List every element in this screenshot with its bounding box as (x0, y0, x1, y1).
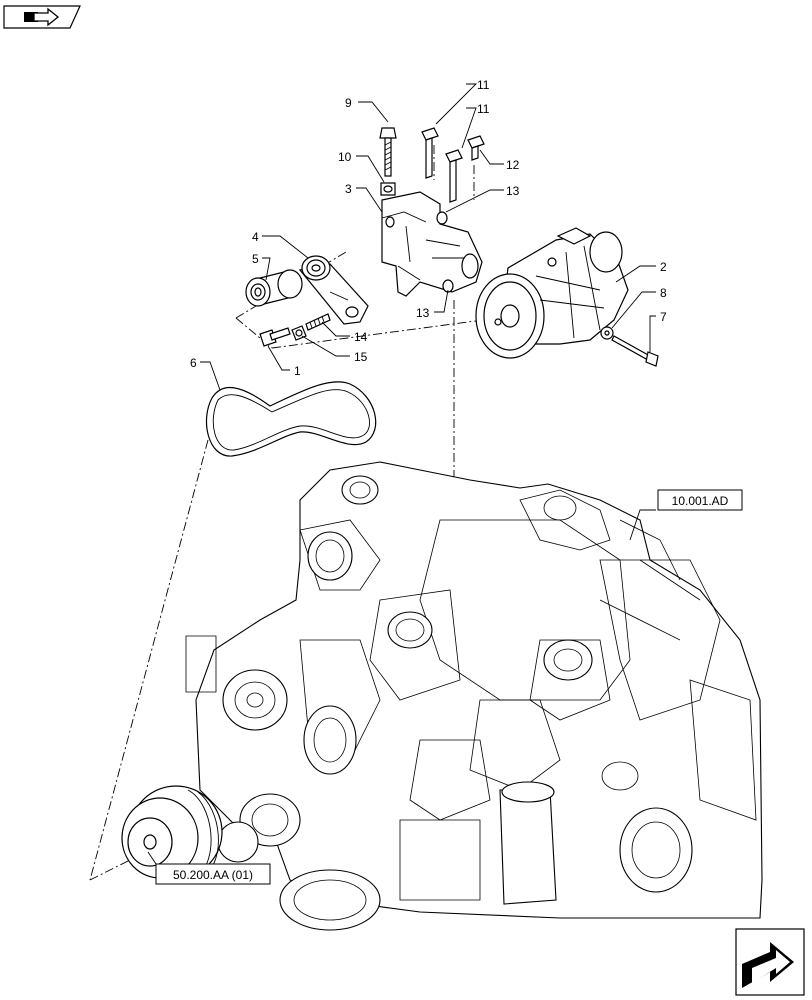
bolt-1 (259, 327, 291, 347)
bolt-7 (611, 335, 659, 367)
nut-10 (380, 182, 396, 196)
callout-labels: 9 11 11 12 10 3 13 4 5 2 8 7 13 14 15 1 … (190, 78, 667, 378)
leader-lines (147, 83, 656, 865)
callout-13-top: 13 (506, 184, 520, 198)
bolt-11-right (445, 149, 463, 203)
callout-4: 4 (252, 230, 259, 244)
next-page-arrow-icon (742, 942, 794, 988)
book-navigation-button[interactable] (3, 5, 81, 29)
mounting-bracket-3 (381, 191, 483, 297)
next-page-button[interactable] (735, 928, 805, 996)
callout-1: 1 (294, 364, 301, 378)
pulley-5 (245, 269, 303, 307)
reference-pulley[interactable]: 50.200.AA (01) (155, 863, 271, 885)
callout-14: 14 (354, 330, 368, 344)
callout-5: 5 (252, 252, 259, 266)
callout-7: 7 (660, 310, 667, 324)
callout-11-top: 11 (477, 78, 490, 92)
callout-3: 3 (345, 182, 352, 196)
callout-15: 15 (354, 350, 368, 364)
callout-2: 2 (660, 260, 667, 274)
stud-14 (305, 313, 331, 331)
crankshaft-pulley (121, 785, 223, 879)
reference-engine[interactable]: 10.001.AD (657, 489, 743, 511)
bolt-9 (379, 127, 397, 177)
drive-belt-6 (205, 381, 377, 457)
ac-compressor-2 (475, 227, 629, 359)
nut-15 (291, 325, 307, 341)
callout-10: 10 (338, 150, 352, 164)
callout-12: 12 (506, 158, 520, 172)
washer-8 (600, 326, 614, 340)
bolt-12 (467, 135, 485, 161)
callout-8: 8 (660, 286, 667, 300)
engine-assembly (185, 461, 763, 931)
bolt-11-left (421, 127, 439, 179)
callout-11-bottom: 11 (477, 102, 490, 116)
reference-engine-label: 10.001.AD (672, 494, 729, 508)
callout-13-bottom: 13 (416, 306, 430, 320)
reference-pulley-label: 50.200.AA (01) (173, 868, 253, 882)
callout-6: 6 (190, 356, 197, 370)
idler-tensioner-4 (298, 255, 369, 325)
book-arrow-icon (24, 7, 60, 27)
callout-9: 9 (345, 96, 352, 110)
